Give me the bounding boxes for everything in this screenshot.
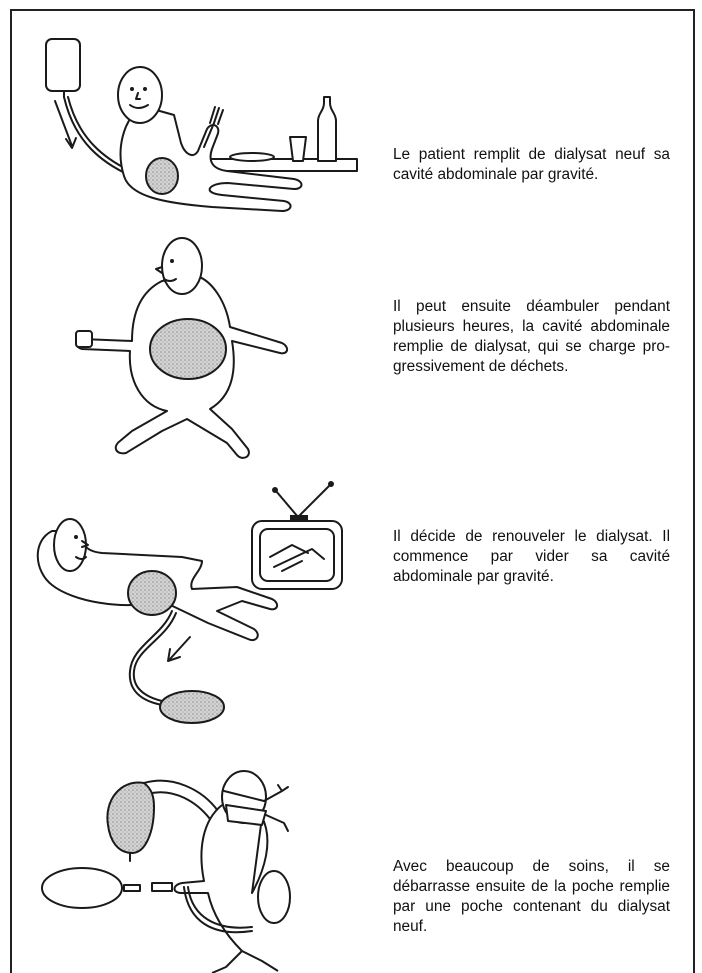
step-4: Avec beaucoup de soins, il se débarrasse…: [12, 761, 693, 973]
illustration-frame: Le patient remplit de dialysat neuf sa c…: [10, 9, 695, 973]
step-3: Il décide de renouveler le dialysat. Il …: [12, 461, 693, 761]
step-1-caption: Le patient remplit de dialysat neuf sa c…: [393, 145, 670, 185]
step-1: Le patient remplit de dialysat neuf sa c…: [12, 11, 693, 231]
step-4-caption: Avec beaucoup de soins, il se débarrasse…: [393, 857, 670, 937]
step-3-caption: Il décide de renouveler le dialysat. Il …: [393, 527, 670, 587]
step-1-illustration: [12, 11, 372, 231]
step-2-illustration: [12, 231, 372, 461]
step-4-illustration: [12, 761, 372, 973]
step-2-caption: Il peut ensuite déambuler pendant plusie…: [393, 297, 670, 377]
step-3-illustration: [12, 461, 372, 761]
step-2: Il peut ensuite déambuler pendant plusie…: [12, 231, 693, 461]
